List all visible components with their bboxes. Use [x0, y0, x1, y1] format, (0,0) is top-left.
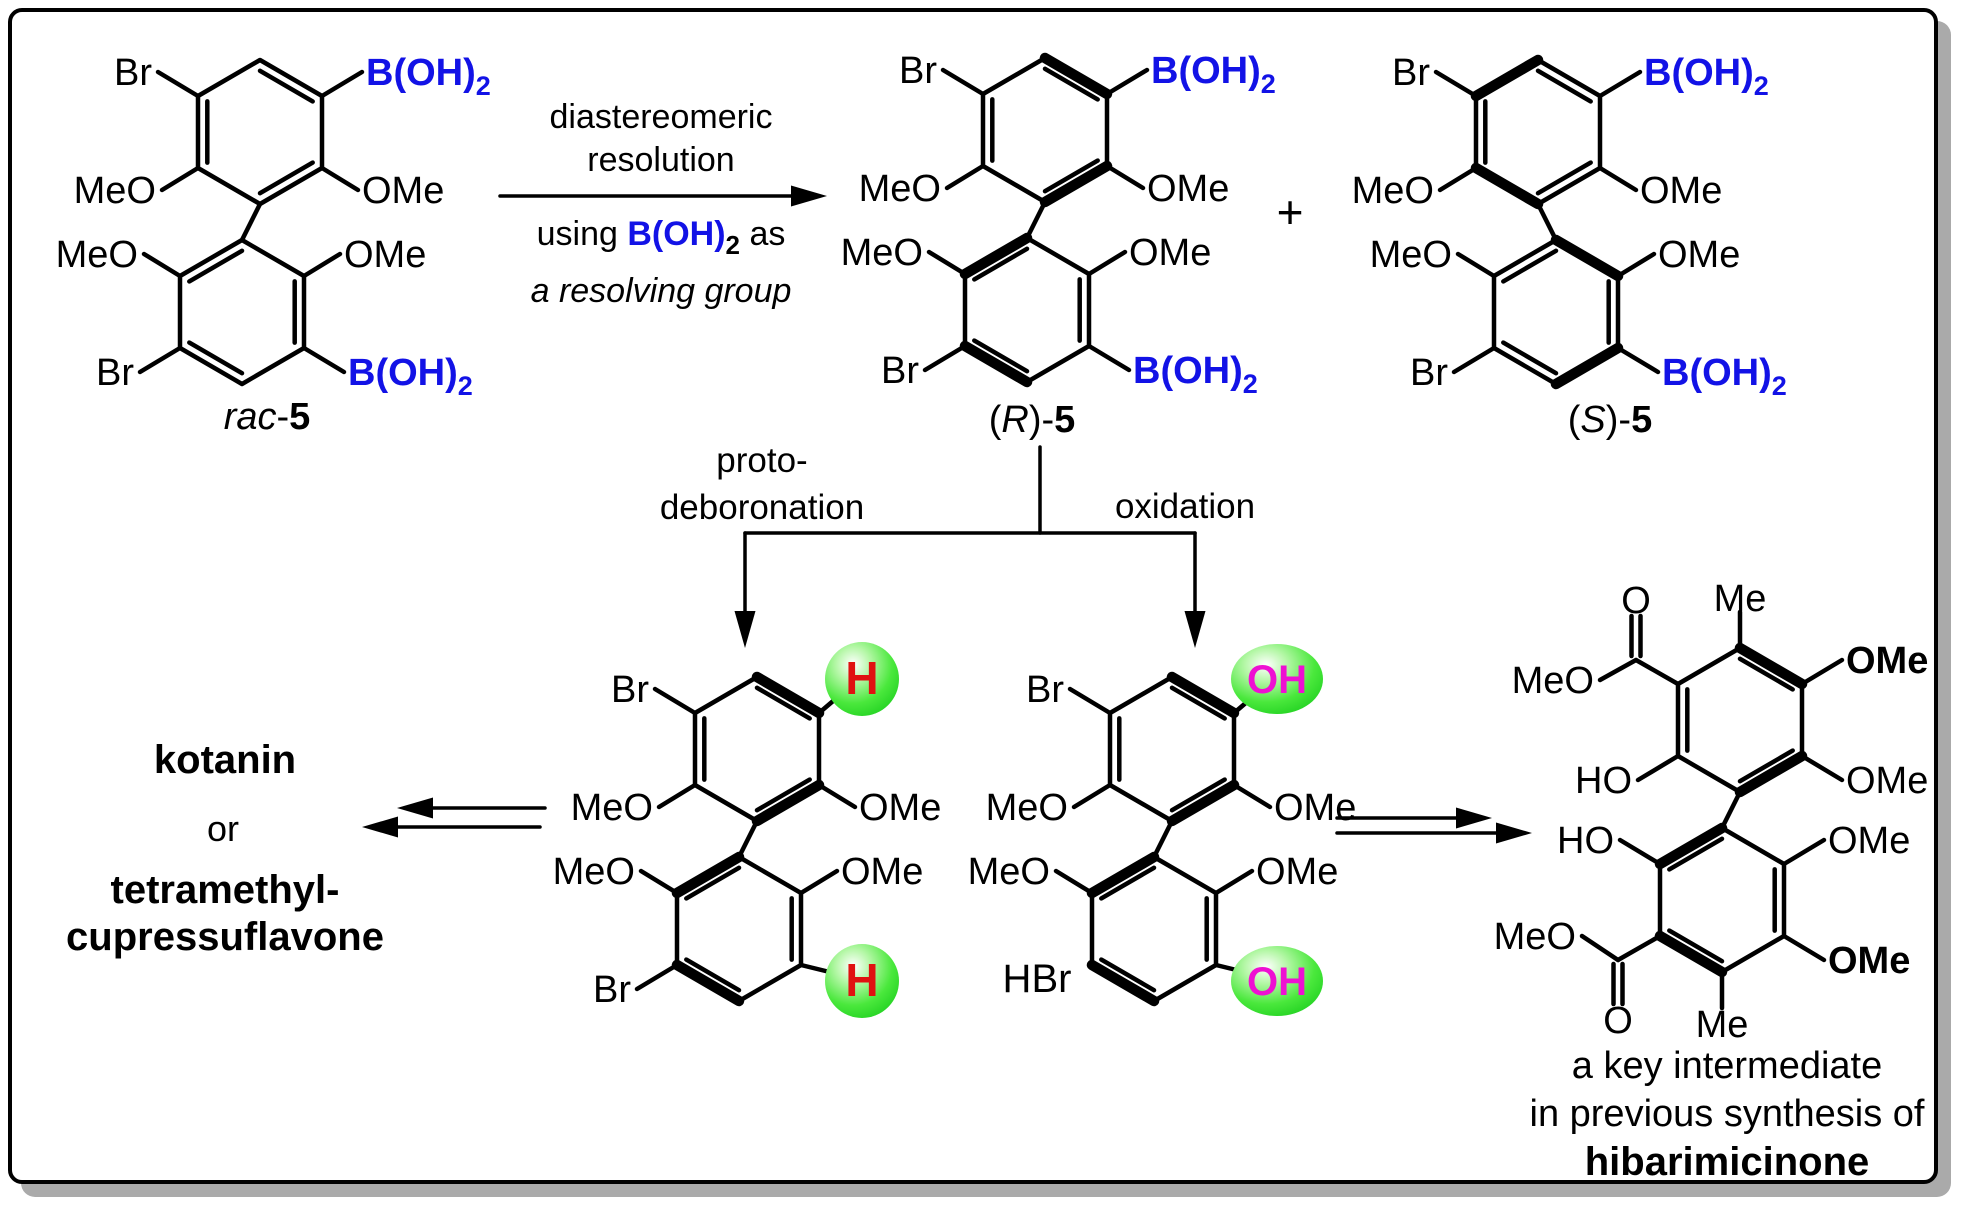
- svg-text:B(OH)2: B(OH)2: [348, 352, 473, 401]
- svg-text:B(OH)2: B(OH)2: [1644, 52, 1769, 101]
- svg-text:MeO: MeO: [553, 851, 635, 893]
- svg-text:OMe: OMe: [1129, 232, 1211, 274]
- svg-text:HO: HO: [1557, 820, 1614, 862]
- rac-5-label: rac-5: [223, 396, 311, 438]
- oxidation-arrow: [1184, 531, 1206, 648]
- svg-text:MeO: MeO: [968, 851, 1050, 893]
- svg-text:OH: OH: [1247, 658, 1307, 702]
- or-text: or: [206, 808, 240, 849]
- svg-text:Br: Br: [96, 352, 134, 394]
- reaction-condition-top: diastereomeric resolution: [550, 96, 773, 182]
- reaction-condition-bottom: using B(OH)2 as a resolving group: [531, 211, 792, 314]
- svg-text:B(OH)2: B(OH)2: [1151, 50, 1276, 99]
- svg-text:OMe: OMe: [1256, 851, 1338, 893]
- svg-text:Br: Br: [881, 350, 919, 392]
- S-5-label: (S)-5: [1567, 399, 1653, 441]
- svg-text:Br: Br: [899, 50, 937, 92]
- svg-text:OMe: OMe: [859, 787, 941, 829]
- svg-text:Br: Br: [114, 52, 152, 94]
- svg-text:MeO: MeO: [571, 787, 653, 829]
- svg-text:O: O: [1621, 580, 1651, 622]
- condition-line3: using B(OH)2 as: [536, 215, 786, 260]
- hbr-label: HBr: [1002, 957, 1072, 1001]
- svg-text:OMe: OMe: [1846, 640, 1928, 682]
- svg-text:OMe: OMe: [1640, 170, 1722, 212]
- proto-deboronation-arrow: [734, 531, 756, 648]
- svg-text:MeO: MeO: [859, 168, 941, 210]
- svg-text:Br: Br: [1026, 669, 1064, 711]
- condition-line4: a resolving group: [530, 272, 792, 310]
- svg-text:OMe: OMe: [344, 234, 426, 276]
- svg-text:Me: Me: [1714, 578, 1767, 620]
- plus-sign: +: [1276, 186, 1304, 238]
- svg-text:B(OH)2: B(OH)2: [366, 52, 491, 101]
- condition-line2: resolution: [587, 141, 735, 179]
- svg-text:B(OH)2: B(OH)2: [1133, 350, 1258, 399]
- svg-text:MeO: MeO: [1370, 234, 1452, 276]
- svg-text:H: H: [845, 652, 878, 704]
- svg-text:OMe: OMe: [1828, 820, 1910, 862]
- svg-text:Br: Br: [1410, 352, 1448, 394]
- svg-text:H: H: [845, 954, 878, 1006]
- svg-text:OMe: OMe: [1846, 760, 1928, 802]
- caption-hibarimicinone: hibarimicinone: [1584, 1140, 1870, 1184]
- svg-text:OMe: OMe: [1828, 940, 1910, 982]
- svg-text:MeO: MeO: [1494, 916, 1576, 958]
- branch-connector: [743, 445, 1197, 535]
- caption-line2: in previous synthesis of: [1529, 1093, 1925, 1135]
- svg-text:B(OH)2: B(OH)2: [1662, 352, 1787, 401]
- svg-text:O: O: [1603, 1000, 1633, 1042]
- oxidation-label: oxidation: [1114, 487, 1256, 526]
- proto-deboronation-label: proto- deboronation: [659, 441, 865, 527]
- product-cupressuflavone: cupressuflavone: [66, 915, 384, 959]
- svg-text:MeO: MeO: [841, 232, 923, 274]
- svg-text:Br: Br: [1392, 52, 1430, 94]
- svg-text:MeO: MeO: [1512, 660, 1594, 702]
- svg-text:MeO: MeO: [986, 787, 1068, 829]
- svg-text:MeO: MeO: [1352, 170, 1434, 212]
- svg-text:OMe: OMe: [362, 170, 444, 212]
- svg-text:OMe: OMe: [1147, 168, 1229, 210]
- forward-arrow-right: [1335, 807, 1532, 844]
- product-kotanin: kotanin: [153, 738, 297, 782]
- retro-arrow-left: [362, 797, 547, 838]
- svg-text:OMe: OMe: [841, 851, 923, 893]
- scheme-border: [8, 8, 1938, 1184]
- svg-text:Br: Br: [593, 969, 631, 1011]
- svg-text:Br: Br: [611, 669, 649, 711]
- svg-text:OMe: OMe: [1658, 234, 1740, 276]
- svg-text:MeO: MeO: [74, 170, 156, 212]
- svg-text:OH: OH: [1247, 960, 1307, 1004]
- svg-text:Me: Me: [1696, 1004, 1749, 1046]
- reaction-arrow: [498, 185, 827, 207]
- caption-line1: a key intermediate: [1571, 1045, 1883, 1087]
- svg-text:OMe: OMe: [1274, 787, 1356, 829]
- condition-line1: diastereomeric: [549, 98, 773, 136]
- R-5-label: (R)-5: [988, 399, 1076, 441]
- svg-text:HO: HO: [1575, 760, 1632, 802]
- product-tetramethyl: tetramethyl-: [110, 868, 340, 912]
- svg-text:MeO: MeO: [56, 234, 138, 276]
